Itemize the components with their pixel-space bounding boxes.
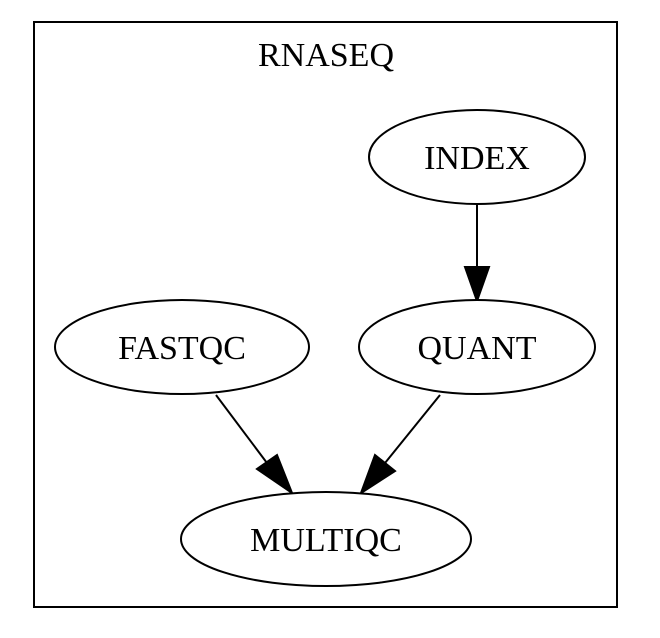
node-label-quant: QUANT: [418, 330, 537, 367]
edge-line: [384, 394, 441, 464]
cluster-border: [33, 21, 618, 608]
node-label-index: INDEX: [424, 140, 530, 177]
cluster-label: RNASEQ: [258, 37, 394, 74]
edge-line: [215, 394, 268, 464]
node-index: INDEX: [368, 109, 586, 205]
arrowhead: [463, 266, 491, 305]
node-quant: QUANT: [358, 299, 596, 395]
node-ellipse: [358, 299, 596, 395]
node-ellipse: [180, 491, 472, 587]
edge-index-quant: [463, 205, 491, 305]
edge-quant-multiqc: [359, 394, 441, 496]
node-multiqc: MULTIQC: [180, 491, 472, 587]
arrowhead: [255, 453, 295, 496]
node-fastqc: FASTQC: [54, 299, 310, 395]
node-ellipse: [54, 299, 310, 395]
node-ellipse: [368, 109, 586, 205]
cluster-rnaseq: RNASEQ: [33, 21, 618, 608]
node-label-multiqc: MULTIQC: [250, 522, 402, 559]
node-label-fastqc: FASTQC: [118, 330, 246, 367]
edge-fastqc-multiqc: [215, 394, 295, 496]
arrowhead: [359, 453, 397, 496]
